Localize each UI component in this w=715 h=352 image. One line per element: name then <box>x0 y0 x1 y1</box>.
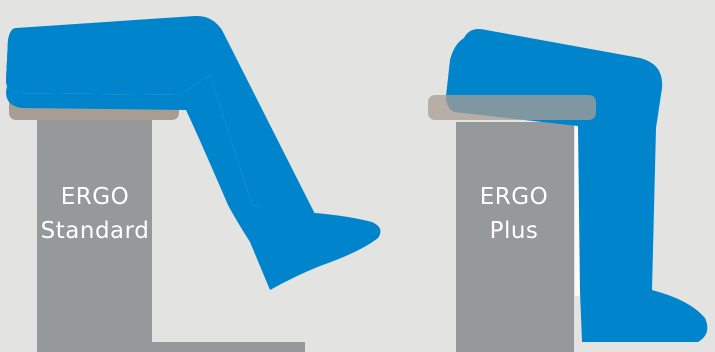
chair-plus: ERGO Plus <box>428 29 707 352</box>
chair-label-standard-line2: Standard <box>41 218 150 244</box>
chair-label-standard-line1: ERGO <box>61 184 129 210</box>
seat-cushion-plus <box>428 95 596 120</box>
chair-label-plus-line1: ERGO <box>480 184 548 210</box>
chair-standard: ERGO Standard <box>6 16 380 352</box>
chair-label-plus-line2: Plus <box>490 218 539 244</box>
